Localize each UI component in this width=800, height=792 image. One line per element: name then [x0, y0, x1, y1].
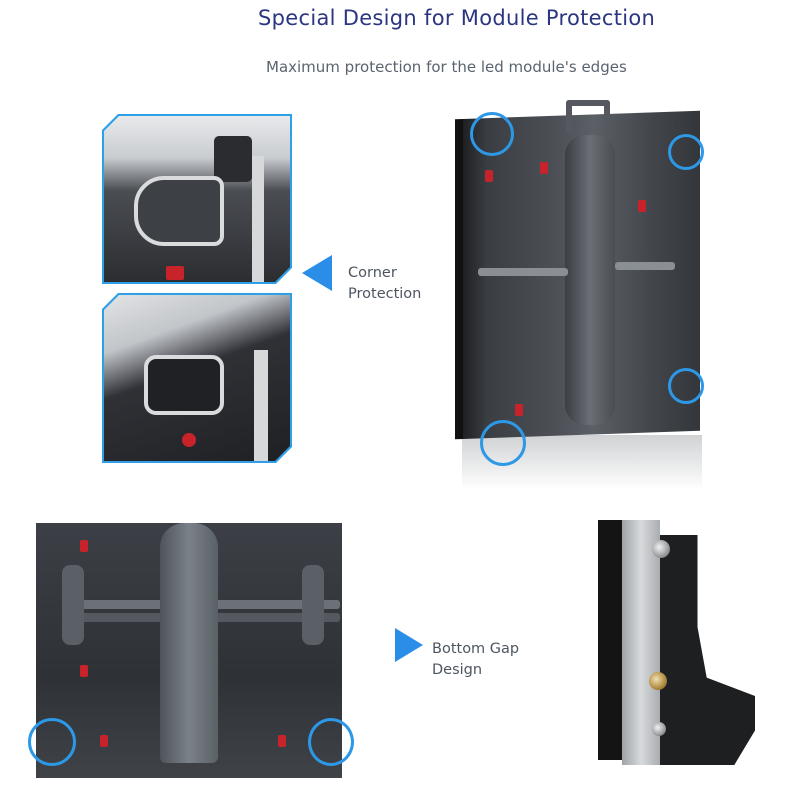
page-subtitle: Maximum protection for the led module's …: [266, 58, 627, 76]
corner-label-line1: Corner: [348, 265, 397, 281]
red-connector: [100, 735, 108, 747]
red-connector: [278, 735, 286, 747]
corner-label-line2: Protection: [348, 286, 422, 302]
red-connector: [80, 540, 88, 552]
corner-protection-label: Corner Protection: [348, 263, 421, 305]
red-connector: [515, 404, 523, 416]
side-edge-closeup-image: [598, 520, 622, 760]
screw-icon: [652, 722, 666, 736]
cabinet-spine: [160, 523, 218, 763]
page-title: Special Design for Module Protection: [258, 6, 656, 30]
cabinet-spine: [565, 135, 615, 425]
side-handle: [302, 565, 324, 645]
bottom-label-line2: Design: [432, 662, 483, 678]
screw-icon: [649, 672, 667, 690]
red-connector: [485, 170, 493, 182]
red-connector: [540, 162, 548, 174]
corner-closeup-bottom-image: [102, 293, 292, 463]
arrow-right-icon: [395, 628, 423, 662]
highlight-circle-icon: [668, 134, 704, 170]
bottom-gap-label: Bottom Gap Design: [432, 639, 519, 681]
red-connector: [638, 200, 646, 212]
highlight-circle-icon: [308, 718, 354, 766]
highlight-circle-icon: [668, 368, 704, 404]
bottom-label-line1: Bottom Gap: [432, 641, 520, 657]
highlight-circle-icon: [470, 112, 514, 156]
corner-closeup-top-image: [102, 114, 292, 284]
highlight-circle-icon: [28, 718, 76, 766]
cabinet-crossbar: [615, 262, 675, 270]
highlight-circle-icon: [480, 420, 526, 466]
arrow-left-icon: [302, 255, 332, 291]
side-handle: [62, 565, 84, 645]
red-connector: [80, 665, 88, 677]
carry-handle: [566, 100, 610, 132]
screw-icon: [652, 540, 670, 558]
cabinet-crossbar: [478, 268, 568, 276]
